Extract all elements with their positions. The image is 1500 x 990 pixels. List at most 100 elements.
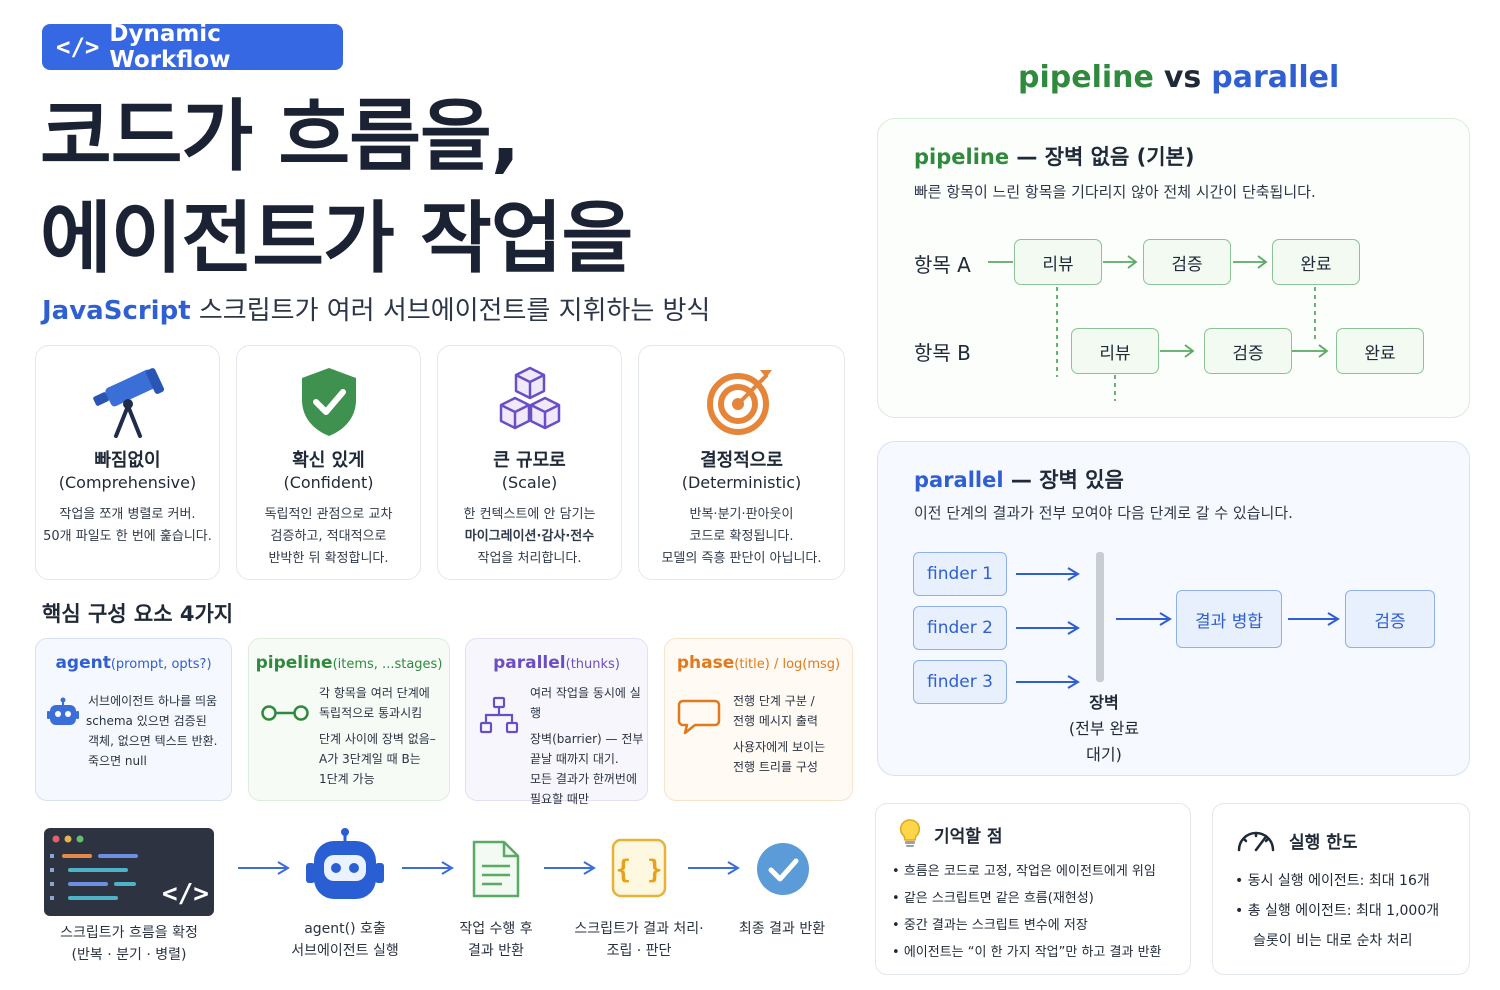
feature-en: (Confident) [283, 473, 374, 492]
component-name: phase [676, 653, 735, 673]
pipeline-box-title: pipeline — 장벽 없음 (기본) [914, 141, 1194, 171]
feature-desc-line: 마이그레이션·감사·전수 [464, 529, 595, 544]
compare-right: parallel [1211, 60, 1340, 95]
component-args: (thunks) [565, 657, 620, 672]
subtitle-highlight: JavaScript [42, 296, 191, 326]
feature-desc: 반복·분기·판아웃이 코드로 확정됩니다. 모델의 즉흥 판단이 아닙니다. [645, 504, 838, 570]
lightbulb-icon [898, 818, 922, 852]
limits-item: • 총 실행 에이전트: 최대 1,000개 [1235, 903, 1440, 919]
feature-card-deterministic: 결정적으로 (Deterministic) 반복·분기·판아웃이 코드로 확정됩… [638, 345, 845, 580]
feature-en: (Comprehensive) [58, 473, 197, 492]
subtitle-rest: 스크립트가 여러 서브에이전트를 지휘하는 방식 [190, 296, 711, 326]
feature-name: 빠짐없이 [94, 450, 161, 471]
barrier-bar [1096, 552, 1104, 682]
verify-box: 검증 [1345, 590, 1435, 648]
component-desc-line: 장벽(barrier) — 전부 [530, 732, 644, 746]
badge-label: Dynamic Workflow [109, 21, 231, 73]
pipeline-box: pipeline — 장벽 없음 (기본) 빠른 항목이 느린 항목을 기다리지… [877, 118, 1470, 418]
page-title: 코드가 흐름을, 에이전트가 작업을 [40, 86, 633, 290]
feature-desc-line: 독립적인 관점으로 교차 [264, 507, 393, 522]
feature-desc-line: 검증하고, 적대적으로 [270, 529, 387, 544]
component-desc-line: 전행 트리를 구성 [733, 760, 818, 774]
component-args: (title) / log(msg) [734, 657, 841, 672]
flow-label-line: 작업 수행 후 [459, 921, 533, 937]
arrow-right-icon [542, 860, 598, 880]
limits-box: 실행 한도 • 동시 실행 에이전트: 최대 16개 • 총 실행 에이전트: … [1212, 803, 1470, 975]
flow-step-label: 스크립트가 흐름을 확정 (반복 · 분기 · 병렬) [44, 922, 214, 966]
pipeline-keyword: pipeline [914, 145, 1010, 169]
feature-card-comprehensive: 빠짐없이 (Comprehensive) 작업을 쪼개 병렬로 커버. 50개 … [35, 345, 220, 580]
parallel-box: parallel — 장벽 있음 이전 단계의 결과가 전부 모여야 다음 단계… [877, 441, 1470, 776]
finder-1-box: finder 1 [913, 552, 1007, 596]
component-desc-line: A가 3단계일 때 B는 [319, 752, 421, 766]
finder-3-box: finder 3 [913, 660, 1007, 704]
component-desc-line: schema 있으면 검증된 [86, 714, 207, 728]
barrier-label: 장벽 (전부 완료 대기) [1054, 690, 1154, 768]
pipeline-connectors [988, 255, 1329, 401]
component-desc-line: 객체, 없으면 텍스트 반환. [88, 734, 218, 748]
limits-item-text: 동시 실행 에이전트: 최대 16개 [1247, 873, 1430, 889]
parallel-connectors [1016, 552, 1340, 689]
feature-desc-line: 50개 파일도 한 번에 훑습니다. [43, 529, 212, 544]
parallel-keyword: parallel [914, 468, 1004, 492]
feature-en: (Scale) [501, 473, 558, 492]
robot-icon [46, 697, 80, 735]
cubes-icon [493, 364, 567, 442]
component-name: agent [55, 653, 111, 673]
stage-review-a: 리뷰 [1014, 239, 1102, 285]
component-args: (items, ...stages) [332, 657, 443, 672]
flow-step-label: agent() 호출 서브에이전트 실행 [270, 918, 420, 962]
workflow-badge: </> Dynamic Workflow [42, 21, 343, 73]
feature-card-scale: 큰 규모로 (Scale) 한 컨텍스트에 안 담기는 마이그레이션·감사·전수… [437, 345, 622, 580]
component-desc-line: 서브에이전트 하나를 띄움 [88, 694, 218, 708]
flow-label-line: 서브에이전트 실행 [291, 943, 399, 959]
limits-note: 슬롯이 비는 대로 순차 처리 [1253, 933, 1413, 949]
title-line-1: 코드가 흐름을, [40, 92, 520, 182]
stage-done-b: 완료 [1336, 328, 1424, 374]
barrier-note: (전부 완료 [1068, 719, 1140, 738]
pipeline-icon [261, 703, 309, 727]
merge-results-box: 결과 병합 [1176, 590, 1282, 648]
feature-desc: 작업을 쪼개 병렬로 커버. 50개 파일도 한 번에 훑습니다. [42, 504, 213, 548]
arrow-right-icon [400, 860, 456, 880]
feature-desc-line: 작업을 처리합니다. [477, 551, 582, 566]
component-desc: 전행 단계 구분 / 전행 메시지 출력 사용자에게 보이는 전행 트리를 구성 [733, 691, 825, 777]
component-card-parallel: parallel(thunks) 여러 작업을 동시에 실행 장벽(barrie… [465, 638, 648, 806]
flow-label-line: 최종 결과 반환 [738, 921, 826, 937]
row-label-b: 항목 B [914, 341, 971, 365]
pipeline-title-rest: — 장벽 없음 (기본) [1009, 145, 1195, 169]
component-desc: 여러 작업을 동시에 실행 장벽(barrier) — 전부 끝날 때까지 대기… [530, 683, 647, 809]
braces-icon: { } [611, 838, 667, 902]
component-card-phase: phase(title) / log(msg) 전행 단계 구분 / 전행 메시… [664, 638, 853, 801]
component-desc-line: 각 항목을 여러 단계에 [319, 686, 430, 700]
component-desc-line: 끝날 때까지 대기. [530, 752, 619, 766]
feature-desc-line: 반복·분기·판아웃이 [689, 507, 794, 522]
remember-item-text: 에이전트는 “이 한 가지 작업”만 하고 결과 반환 [903, 945, 1162, 960]
remember-item: • 중간 결과는 스크립트 변수에 저장 [892, 918, 1088, 933]
compare-left: pipeline [1018, 60, 1154, 95]
limits-title: 실행 한도 [1289, 833, 1358, 853]
stage-review-b: 리뷰 [1071, 328, 1159, 374]
feature-desc-line: 한 컨텍스트에 안 담기는 [463, 507, 596, 522]
component-desc-line: 사용자에게 보이는 [733, 740, 826, 754]
component-desc: 각 항목을 여러 단계에 독립적으로 통과시킴 단계 사이에 장벽 없음– A가… [319, 683, 436, 789]
feature-en: (Deterministic) [681, 473, 802, 492]
component-title: parallel(thunks) [466, 653, 647, 673]
telescope-icon [88, 364, 168, 444]
feature-name: 결정적으로 [700, 450, 783, 471]
flow-step-label: 스크립트가 결과 처리· 조립 · 판단 [562, 918, 716, 962]
remember-item-text: 중간 결과는 스크립트 변수에 저장 [903, 918, 1088, 933]
feature-desc-line: 모델의 즉흥 판단이 아닙니다. [661, 551, 822, 566]
barrier-title: 장벽 [1089, 693, 1119, 712]
limits-item: • 동시 실행 에이전트: 최대 16개 [1235, 873, 1430, 889]
remember-box: 기억할 점 • 흐름은 코드로 고정, 작업은 에이전트에게 위임 • 같은 스… [875, 803, 1191, 975]
remember-item: • 에이전트는 “이 한 가지 작업”만 하고 결과 반환 [892, 945, 1162, 960]
svg-text:</>: </> [162, 879, 209, 909]
stage-verify-b: 검증 [1204, 328, 1292, 374]
component-desc: 서브에이전트 하나를 띄움 schema 있으면 검증된 객체, 없으면 텍스트… [86, 691, 218, 771]
barrier-note: 대기) [1086, 745, 1122, 764]
flow-label-line: agent() 호출 [304, 921, 386, 937]
flow-label-line: 스크립트가 결과 처리· [574, 921, 704, 937]
component-args: (prompt, opts?) [110, 657, 212, 672]
component-title: agent(prompt, opts?) [36, 653, 231, 673]
